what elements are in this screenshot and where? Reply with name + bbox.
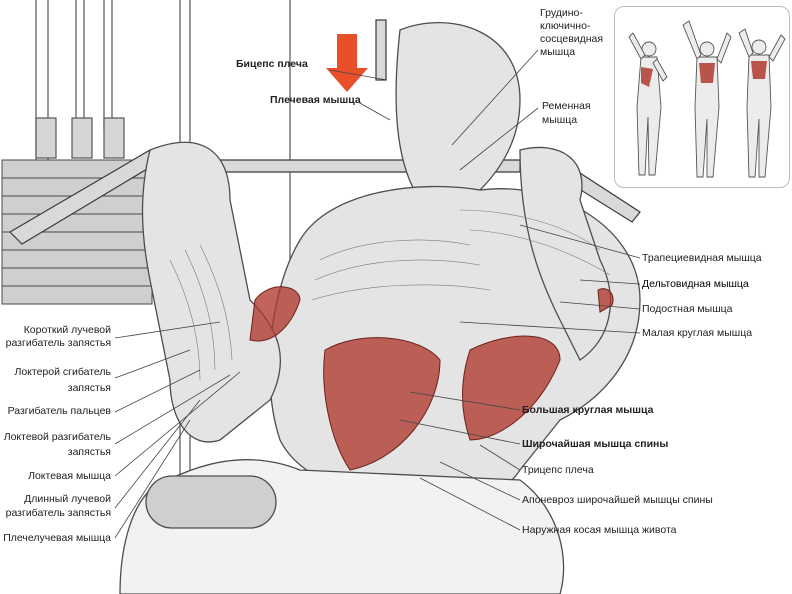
- muscle-striations: [169, 209, 611, 381]
- label-triceps: Трицепс плеча: [522, 464, 594, 476]
- label-trapezius: Трапециевидная мышца: [642, 252, 762, 264]
- label-external-oblique: Наружная косая мышца живота: [522, 524, 677, 536]
- teres-major-left: [249, 286, 301, 342]
- inset-illustration: [628, 20, 786, 178]
- label-ecu: Локтевой разгибатель запястья: [3, 431, 111, 458]
- label-splenius: Ременная мышца: [542, 100, 591, 126]
- label-brachioradialis: Плечелучевая мышца: [3, 532, 111, 544]
- label-anconeus: Локтевая мышца: [28, 470, 111, 482]
- label-infraspinatus: Подостная мышца: [642, 303, 733, 315]
- label-biceps: Бицепс плеча: [236, 58, 308, 70]
- label-teres-major: Большая круглая мышца: [522, 404, 654, 416]
- inset-figures: [614, 6, 790, 188]
- leader-lines: [114, 49, 641, 539]
- label-latissimus: Широчайшая мышца спины: [522, 438, 669, 450]
- label-ecrl: Длинный лучевой разгибатель запястья: [5, 493, 111, 519]
- label-deltoid: Дельтовидная мышца: [642, 278, 749, 290]
- label-sternocleidomastoid: Грудино- ключично- сосцевидная мышца: [540, 7, 604, 58]
- label-fcu: Локтерой сгибатель запястья: [14, 366, 111, 394]
- pull-direction-arrow: [326, 34, 368, 92]
- highlighted-muscles: [249, 286, 614, 471]
- label-teres-minor: Малая круглая мышца: [642, 327, 753, 339]
- latissimus-left: [323, 337, 441, 471]
- label-aponeurosis: Апоневроз широчайшей мышцы спины: [522, 494, 713, 506]
- label-brachialis: Плечевая мышца: [270, 94, 361, 106]
- label-ecrb: Короткий лучевой разгибатель запястья: [5, 324, 111, 349]
- label-ed: Разгибатель пальцев: [7, 405, 111, 417]
